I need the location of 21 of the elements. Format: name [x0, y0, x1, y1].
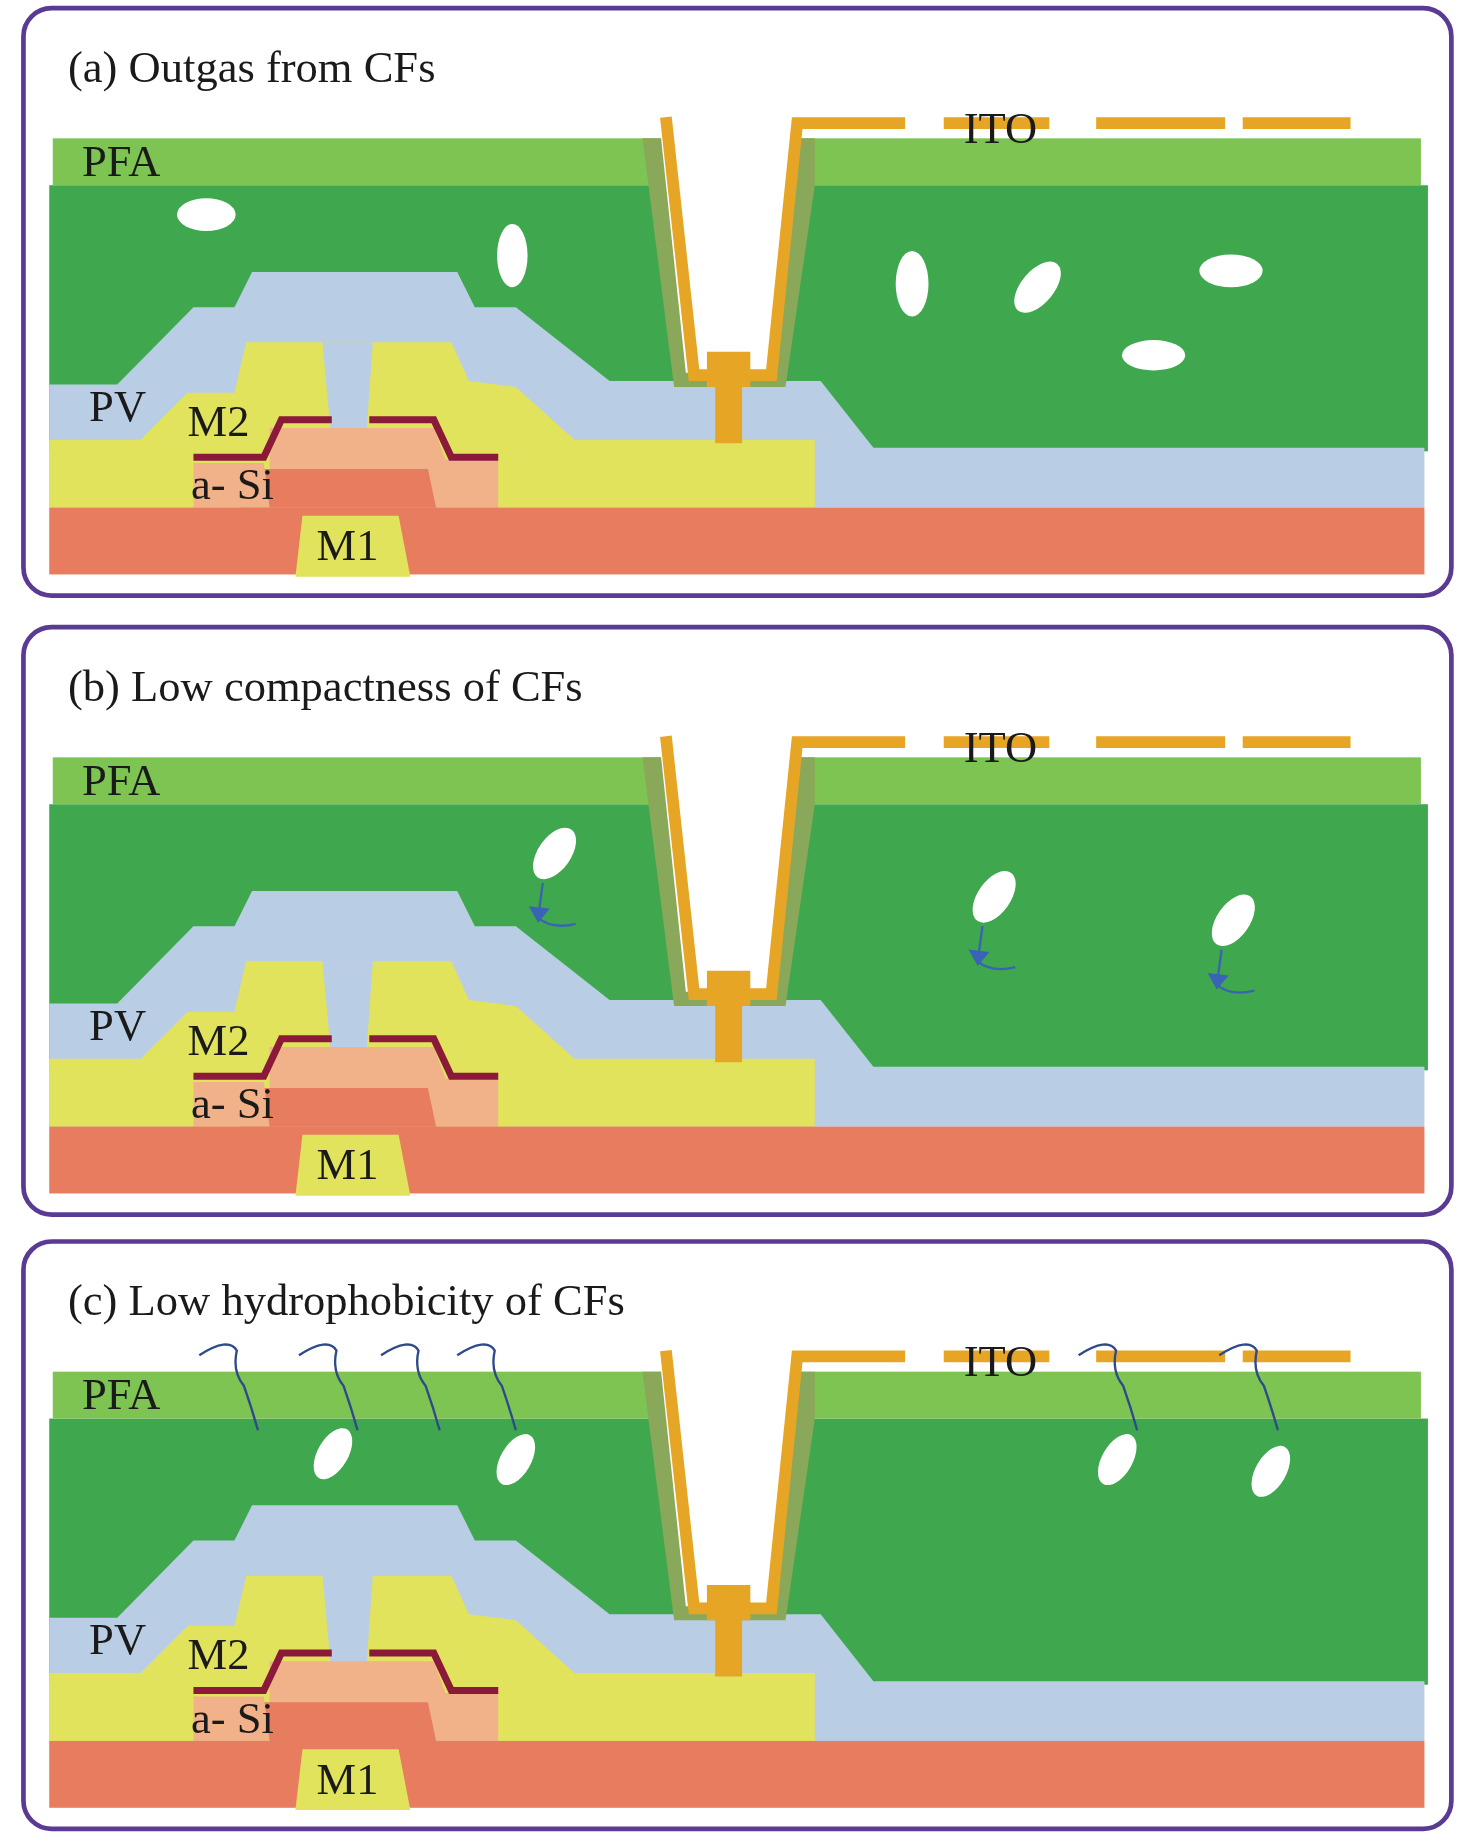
- panel-title: (b) Low compactness of CFs: [68, 663, 583, 709]
- panel-title: (c) Low hydrophobicity of CFs: [68, 1277, 625, 1323]
- layer-label: PV: [89, 1616, 147, 1662]
- layer-label: PFA: [82, 1371, 161, 1417]
- layer-label: M2: [187, 398, 250, 444]
- layer-label: M1: [316, 522, 379, 568]
- layer-label: PFA: [82, 138, 161, 183]
- layer-label: a- Si: [191, 1080, 274, 1126]
- layer-label: PV: [89, 383, 147, 428]
- panel-title: (a) Outgas from CFs: [68, 44, 436, 90]
- layer-label: M1: [316, 1141, 379, 1187]
- layer-label: PV: [89, 1002, 147, 1047]
- layer-label: PFA: [82, 757, 161, 802]
- layer-label: M1: [316, 1756, 379, 1801]
- layer-label: a- Si: [191, 461, 274, 507]
- panel-frame: [21, 5, 1454, 598]
- panel-frame: [21, 624, 1454, 1217]
- layer-label: M2: [187, 1631, 250, 1677]
- layer-label: M2: [187, 1017, 250, 1063]
- panel-frame: [21, 1239, 1454, 1832]
- layer-label: a- Si: [191, 1695, 274, 1740]
